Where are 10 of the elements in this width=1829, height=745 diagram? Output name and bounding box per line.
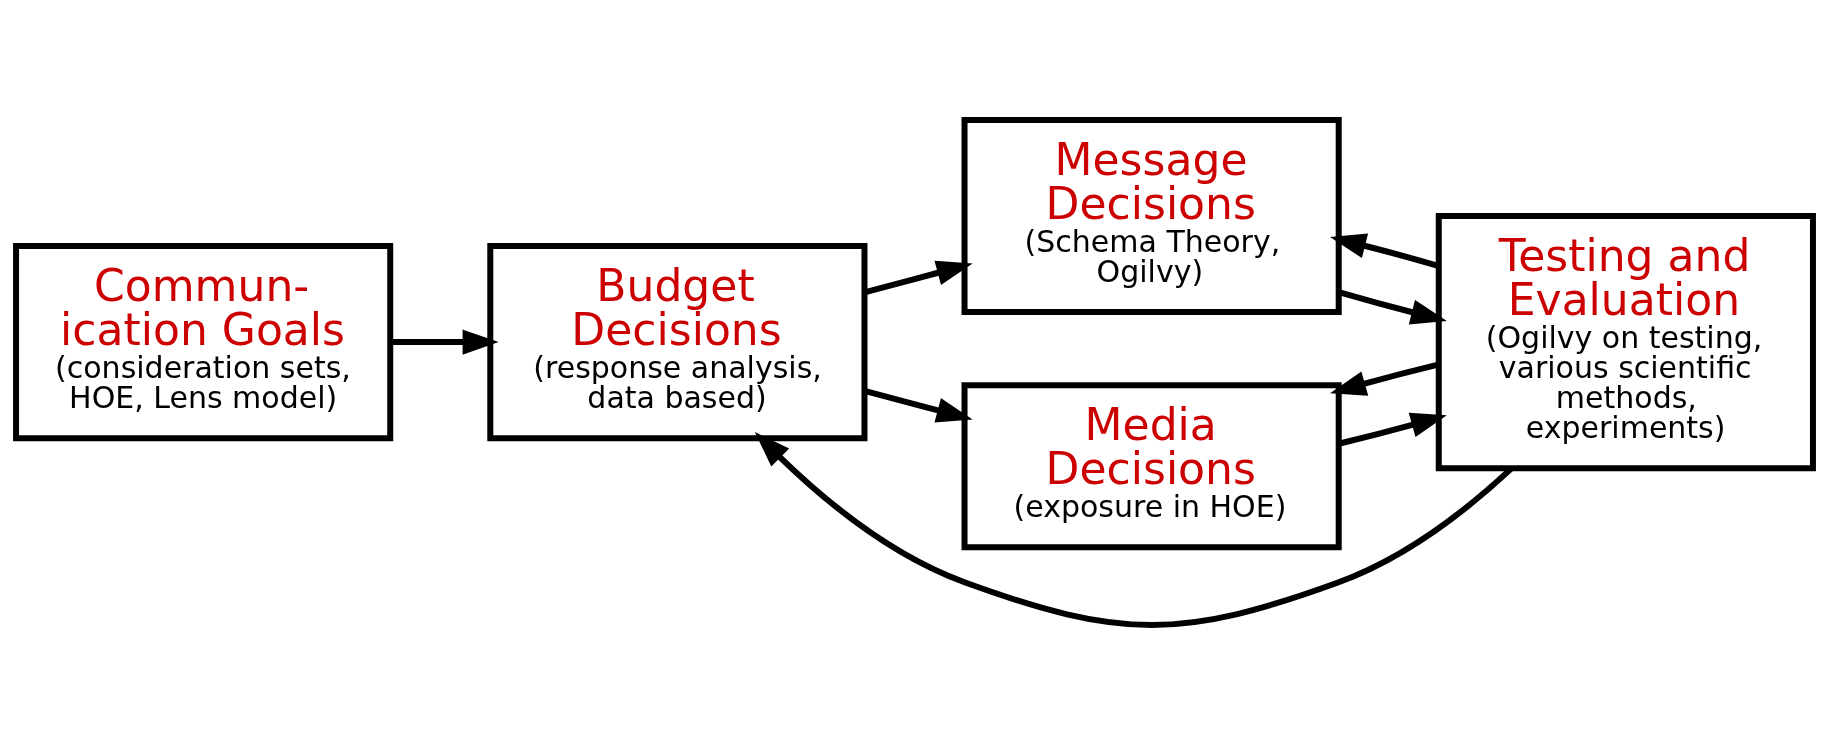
arrow xyxy=(1338,412,1447,447)
arrow xyxy=(754,431,1514,628)
node-box: Testing and Evaluation (Ogilvy on testing, various scientific methods, experiments) xyxy=(1435,213,1816,472)
arrow xyxy=(1330,361,1439,396)
node-box: Message Decisions (Schema Theory, Ogilvy) xyxy=(961,117,1342,316)
arrow xyxy=(390,329,499,355)
arrow xyxy=(1330,233,1439,269)
node-box: Commun- ication Goals (consideration sets, HOE, Lens model) xyxy=(13,243,394,442)
node-box: Media Decisions (exposure in HOE) xyxy=(961,382,1342,551)
node-box: Budget Decisions (response analysis, data based) xyxy=(487,243,868,442)
